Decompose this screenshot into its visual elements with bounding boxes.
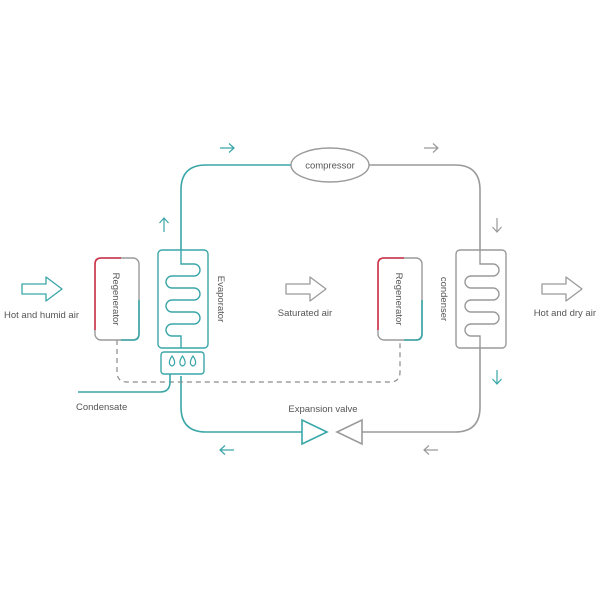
condensate-label: Condensate bbox=[76, 402, 127, 413]
regenerator-left-label: Regenerator bbox=[110, 273, 121, 326]
condenser-label: condenser bbox=[438, 277, 449, 321]
arrow-down-icon bbox=[492, 218, 502, 233]
refrigerant-line-bottom-gray bbox=[362, 348, 481, 433]
air-flow-arrow-icon bbox=[541, 276, 583, 302]
evaporator-label: Evaporator bbox=[215, 276, 226, 322]
water-drop-icon bbox=[179, 354, 186, 367]
expansion-valve-right-triangle bbox=[335, 418, 363, 446]
condenser-coil bbox=[464, 250, 500, 348]
air-flow-arrow-icon bbox=[21, 276, 63, 302]
arrow-down-icon bbox=[492, 370, 502, 385]
arrow-up-icon bbox=[159, 217, 169, 232]
hot-dry-air-label: Hot and dry air bbox=[534, 308, 596, 319]
regenerator-right-label: Regenerator bbox=[393, 273, 404, 326]
condensate-drain-line bbox=[78, 374, 171, 393]
refrigerant-line-top-teal bbox=[180, 164, 291, 250]
arrow-left-icon bbox=[219, 445, 234, 455]
hot-humid-air-label: Hot and humid air bbox=[4, 310, 79, 321]
evaporator-coil bbox=[165, 250, 201, 348]
regenerator-left-hot-edge bbox=[94, 257, 121, 330]
compressor-shape bbox=[290, 147, 370, 183]
water-drop-icon bbox=[189, 354, 197, 367]
air-flow-arrow-icon bbox=[285, 276, 327, 302]
regenerator-dashed-link bbox=[116, 340, 401, 383]
arrow-right-icon bbox=[424, 143, 439, 153]
refrigerant-line-bottom-teal bbox=[180, 376, 302, 433]
regenerator-right-cold-edge bbox=[404, 300, 423, 341]
expansion-valve-label: Expansion valve bbox=[288, 404, 357, 415]
arrow-left-icon bbox=[423, 445, 438, 455]
refrigerant-line-top-gray bbox=[369, 164, 481, 250]
arrow-right-icon bbox=[220, 143, 235, 153]
compressor-label: compressor bbox=[305, 161, 355, 172]
condensate-tray bbox=[160, 351, 205, 375]
regenerator-right-hot-edge bbox=[377, 257, 404, 330]
saturated-air-label: Saturated air bbox=[278, 308, 332, 319]
regenerator-left-cold-edge bbox=[121, 300, 140, 341]
water-drop-icon bbox=[168, 354, 176, 367]
expansion-valve-left-triangle bbox=[301, 418, 329, 446]
